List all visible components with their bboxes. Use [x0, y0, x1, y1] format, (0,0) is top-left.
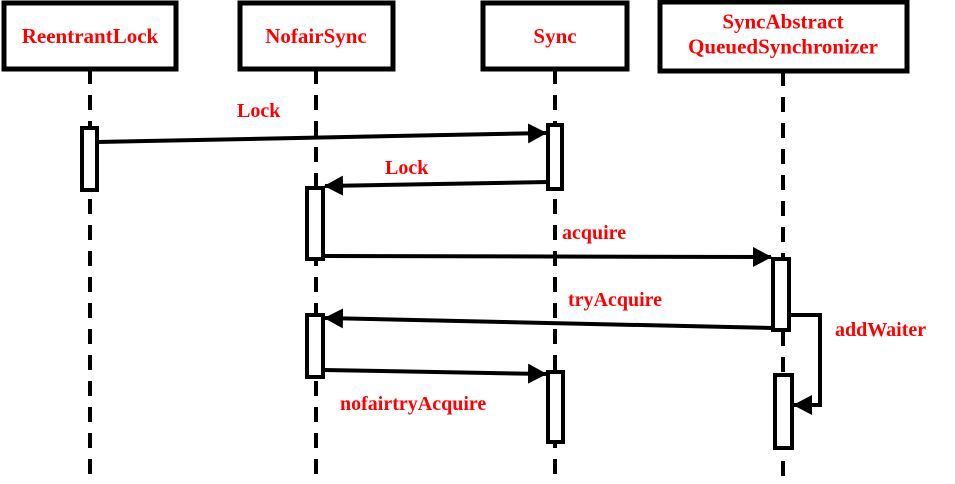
activation-nofair-sync-2 [305, 313, 325, 379]
message-try-acquire-arrow [324, 308, 774, 330]
activation-sync-1 [546, 123, 564, 191]
message-nofairtry-acquire-label: nofairtryAcquire [340, 393, 486, 415]
message-lock-2-arrow [324, 175, 549, 196]
message-try-acquire-label: tryAcquire [568, 289, 662, 311]
activation-nofair-sync-1 [305, 186, 325, 261]
activation-reentrant-lock-1 [80, 126, 99, 192]
message-add-waiter-label: addWaiter [835, 319, 926, 341]
participant-box-sync [480, 0, 630, 72]
participant-label-reentrant-lock: ReentrantLock [22, 24, 159, 48]
message-add-waiter-arrow [789, 313, 822, 415]
message-lock-1-label: Lock [237, 100, 281, 122]
participant-box-sync-abstract-queued-synchronizer [657, 0, 910, 74]
message-acquire-arrow [322, 246, 772, 267]
activation-aqs-1 [771, 257, 791, 332]
activation-sync-2 [546, 370, 565, 444]
participant-box-nofair-sync [237, 0, 396, 72]
message-lock-1-arrow [96, 123, 547, 144]
participant-box-reentrant-lock [1, 0, 179, 72]
message-acquire-label: acquire [562, 222, 626, 244]
message-lock-2-label: Lock [385, 157, 429, 179]
participant-label-sync: Sync [533, 24, 576, 48]
participant-label-nofair-sync: NofairSync [265, 24, 367, 48]
activation-aqs-2 [773, 373, 794, 450]
message-nofairtry-acquire-arrow [322, 363, 547, 384]
